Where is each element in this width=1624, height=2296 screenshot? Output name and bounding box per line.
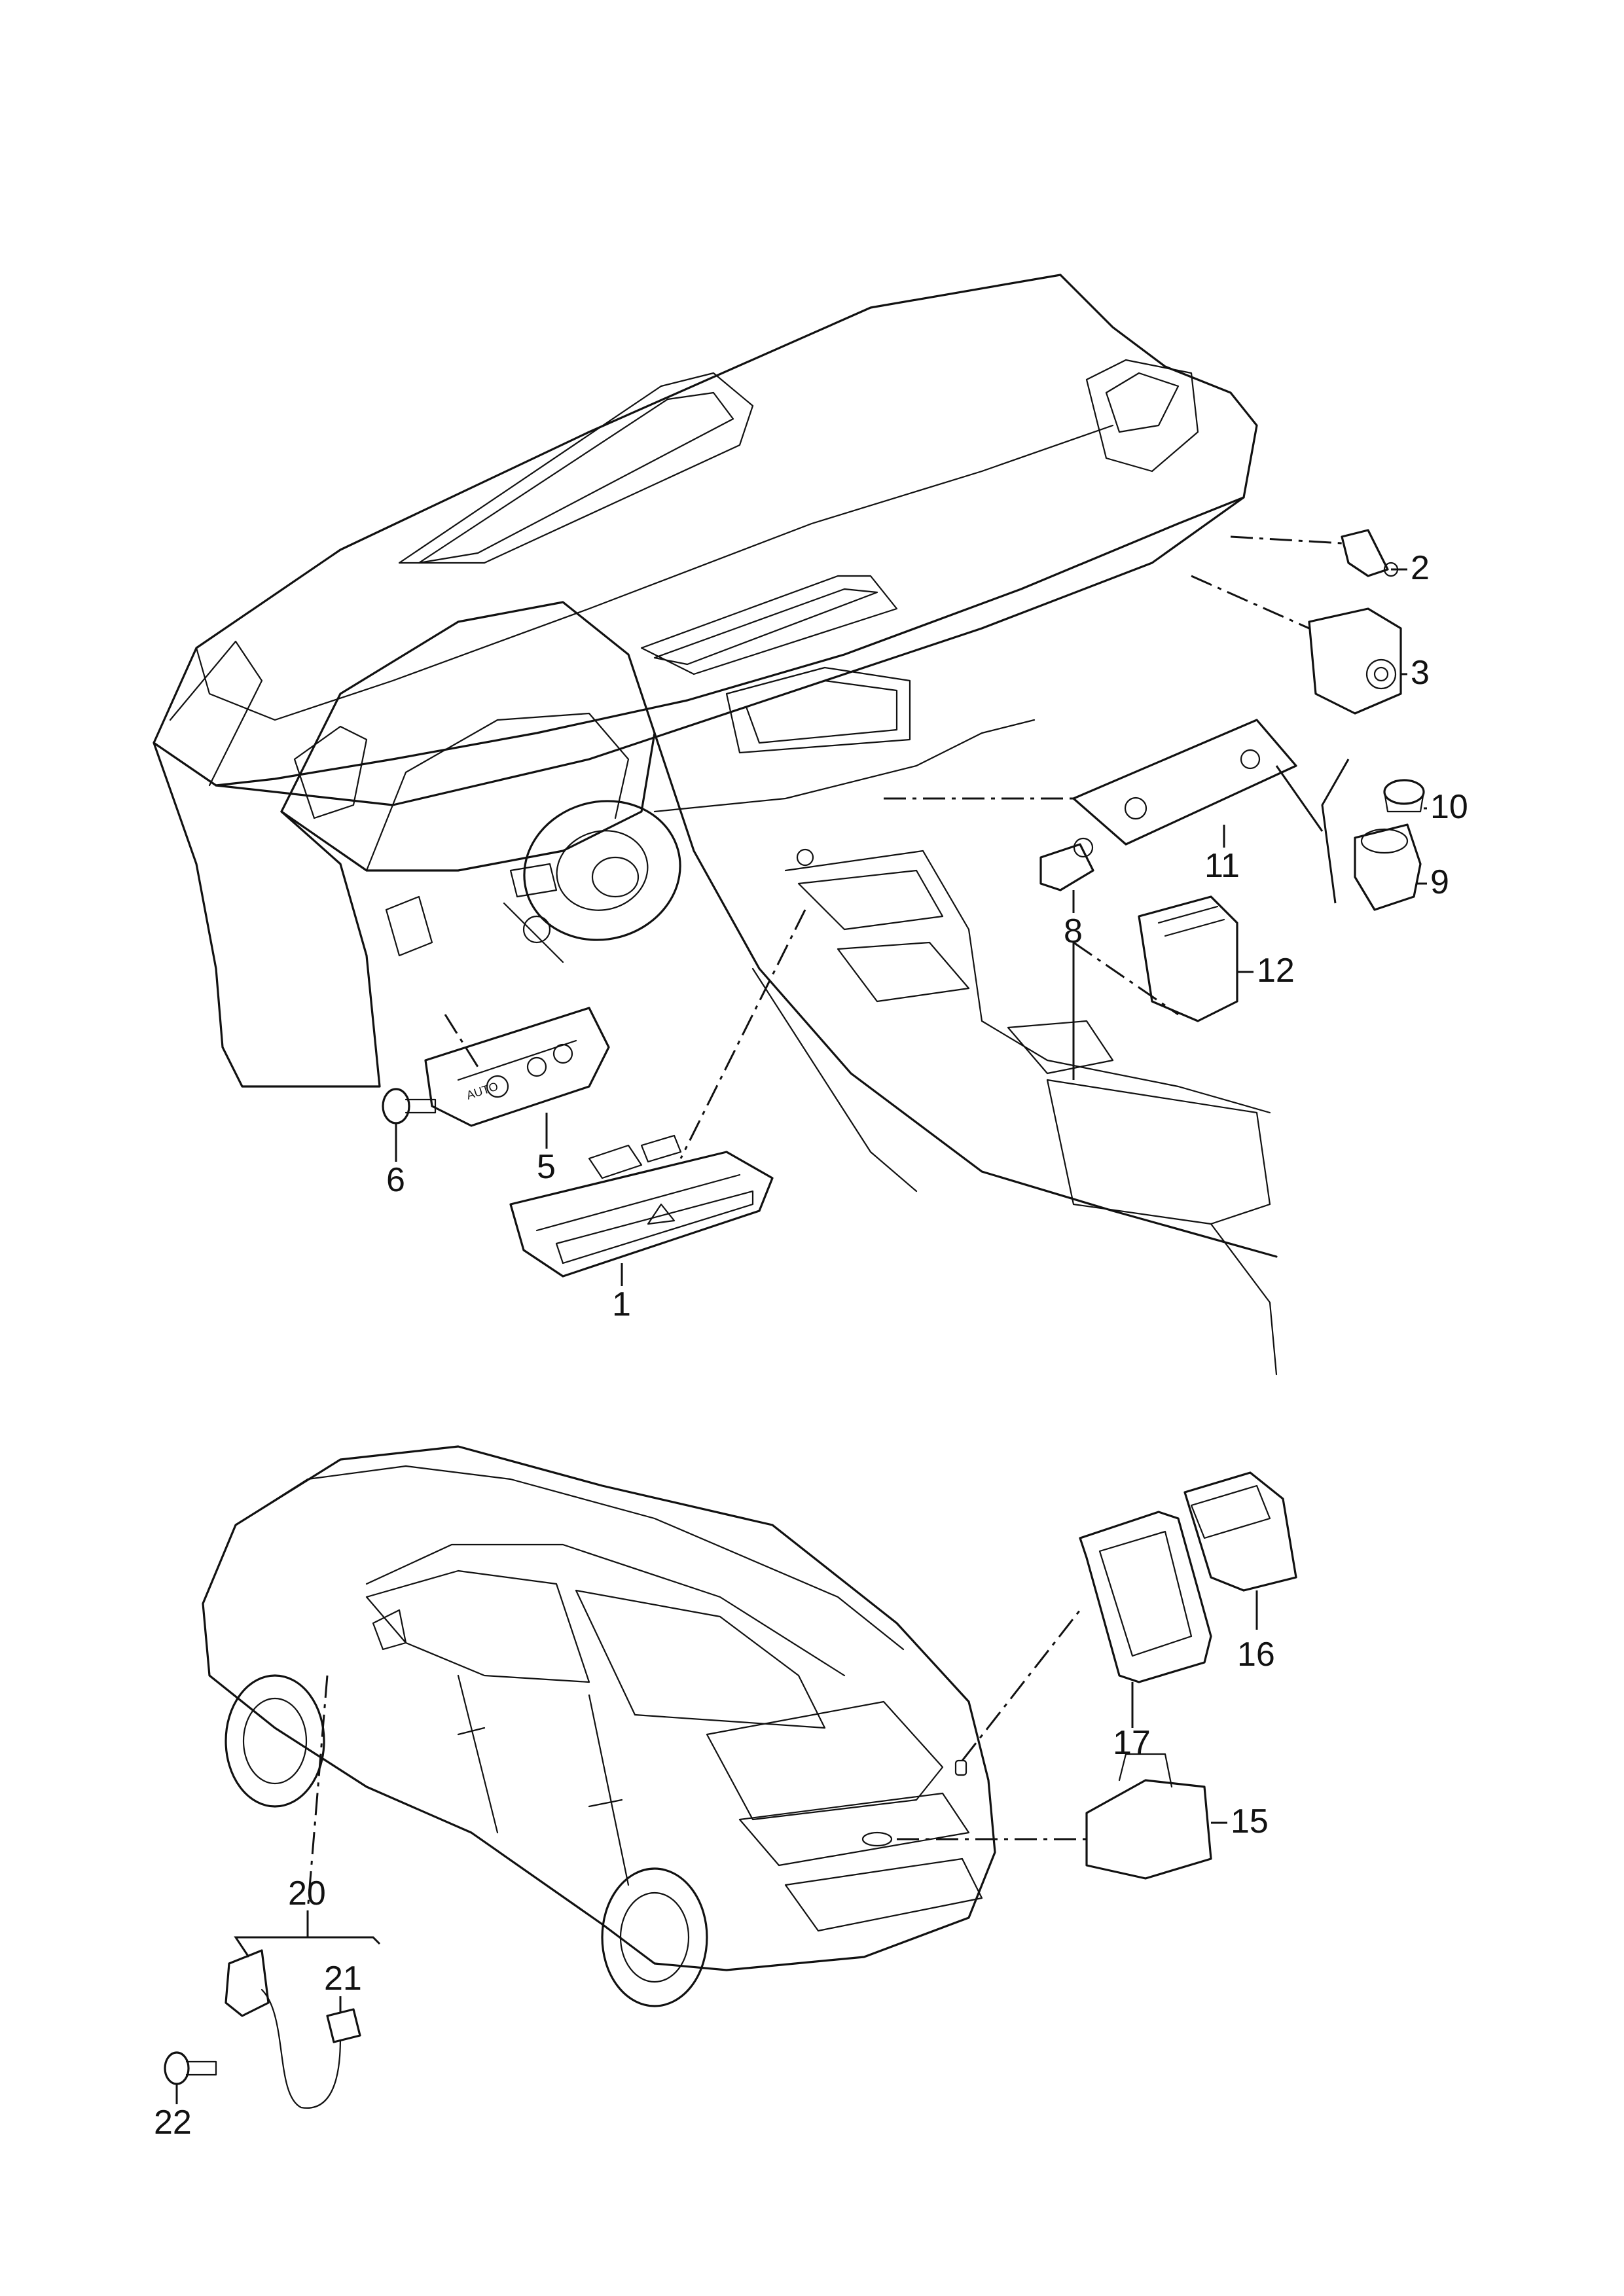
- callout-17: 17: [1113, 1724, 1151, 1762]
- dashboard-illustration: [153, 274, 1278, 1376]
- part-switch-8: [1039, 837, 1094, 891]
- callout-1: 1: [612, 1285, 631, 1323]
- dashboard-leader-lines: [444, 535, 1350, 1159]
- callout-20: 20: [288, 1874, 326, 1912]
- callout-10: 10: [1430, 788, 1468, 826]
- part-rear-switch-15: [1085, 1753, 1212, 1880]
- part-switch-16: [1183, 1471, 1297, 1592]
- part-hazard-switch-panel: [509, 1134, 774, 1278]
- part-knob-10: [1383, 779, 1425, 813]
- callout-3: 3: [1411, 654, 1430, 692]
- car-illustration: [202, 1445, 996, 2007]
- part-sensor-20: [225, 1949, 361, 2109]
- callout-12: 12: [1257, 952, 1295, 990]
- part-socket-3: [1308, 607, 1402, 715]
- part-rotary-switch-9: [1354, 823, 1422, 911]
- callout-5: 5: [537, 1148, 556, 1186]
- callout-6: 6: [386, 1161, 405, 1199]
- callout-11: 11: [1204, 847, 1240, 885]
- part-screw-6: [382, 1088, 437, 1124]
- part-clip-2: [1341, 529, 1399, 577]
- part-screw-22: [164, 2051, 217, 2085]
- callout-8: 8: [1064, 912, 1083, 950]
- car-leader-lines: [234, 1590, 1258, 1958]
- part-switch-module-12: [1138, 895, 1238, 1022]
- part-light-switch: AUTO: [424, 1007, 610, 1127]
- part-trim-panel-11: [1072, 719, 1297, 846]
- callout-16: 16: [1237, 1636, 1275, 1674]
- callout-labels: 1 2 3 5 6 8 9 10 11 12 15 16 17 20 21 22: [154, 549, 1468, 2142]
- callout-15: 15: [1231, 1803, 1269, 1840]
- part-bezel-17: [1079, 1511, 1212, 1683]
- callout-9: 9: [1430, 863, 1449, 901]
- callout-22: 22: [154, 2104, 192, 2142]
- callout-2: 2: [1411, 549, 1430, 587]
- callout-21: 21: [324, 1960, 362, 1998]
